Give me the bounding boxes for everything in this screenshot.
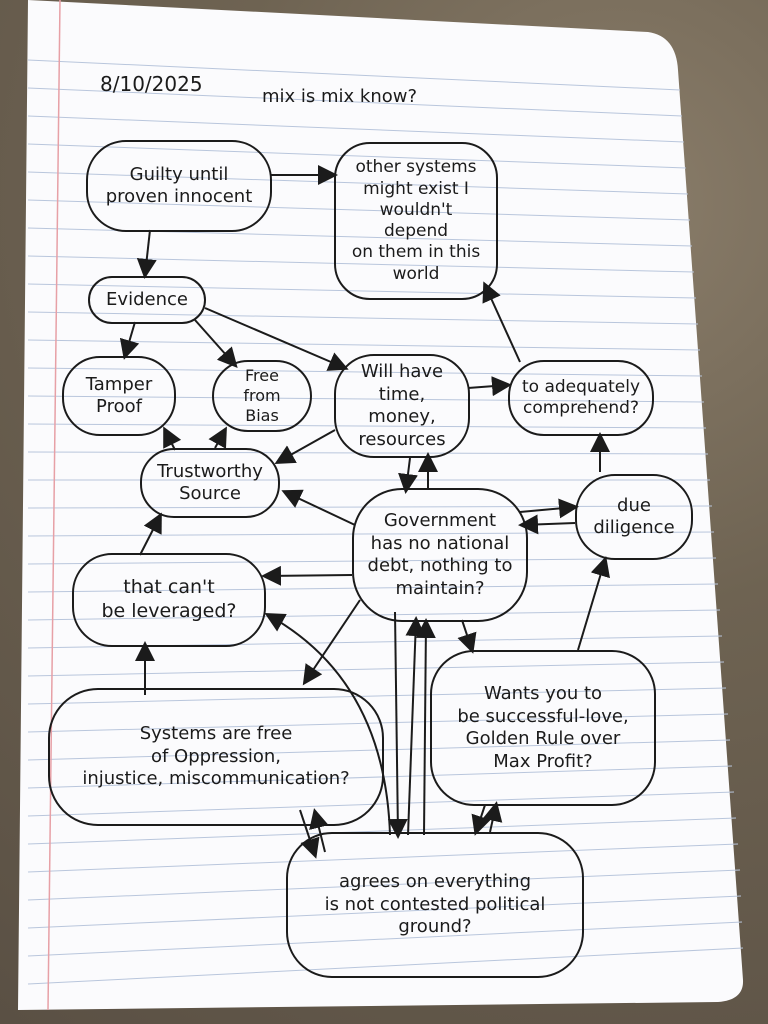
arrow-wants-to-due [577,556,610,651]
arrow-agrees-to-gov-1 [405,616,426,836]
node-government-no-debt: Government has no national debt, nothing… [352,488,528,622]
arrow-gov-to-wants [457,619,477,654]
margin-line [47,0,61,1011]
arrow-due-to-gov [518,514,576,535]
arrow-gov-to-leveraged [261,565,353,586]
arrow-agrees-to-wants [482,801,503,833]
node-tamper-proof: Tamper Proof [62,356,176,436]
arrow-leveraged-to-trust [139,512,162,556]
node-will-have-resources: Will have time, money, resources [334,354,470,458]
arrow-agrees-to-gov-3 [415,618,436,836]
node-wants-you-successful: Wants you to be successful-love, Golden … [430,650,656,806]
node-that-cant-be-leveraged: that can't be leveraged? [72,553,266,647]
arrow-willhave-to-gov-down [398,457,418,494]
node-evidence: Evidence [88,276,206,324]
arrow-evidence-to-tamper [119,321,140,360]
arrow-gov-to-agrees-2 [387,611,408,839]
arrow-evidence-to-bias [194,319,238,368]
arrow-willhave-to-comprehend [467,376,512,397]
node-due-diligence: due diligence [575,474,693,560]
arrow-guilty-to-evidence [136,229,157,279]
arrow-gov-to-due [519,498,579,519]
header-note: mix is mix know? [262,86,418,107]
node-trustworthy-source: Trustworthy Source [140,448,280,518]
node-other-systems: other systems might exist I wouldn't dep… [334,142,498,300]
arrow-willhave-to-trust [274,429,336,464]
date-label: 8/10/2025 [100,72,203,96]
arrow-gov-to-trust [281,489,356,526]
arrow-comprehend-to-other [482,281,521,363]
arrow-gov-to-systems [302,599,361,686]
arrow-evidence-to-willhave [204,307,349,371]
arrow-trust-to-bias [208,426,227,449]
node-to-adequately-comprehend: to adequately comprehend? [508,360,654,436]
node-systems-free-of-oppression: Systems are free of Oppression, injustic… [48,688,384,826]
node-guilty-until-proven-innocent: Guilty until proven innocent [86,140,272,232]
arrow-wants-to-agrees [471,804,491,836]
arrow-trust-to-tamper [163,426,182,451]
node-free-from-bias: Free from Bias [212,360,312,432]
node-agrees-on-everything: agrees on everything is not contested po… [286,832,584,978]
